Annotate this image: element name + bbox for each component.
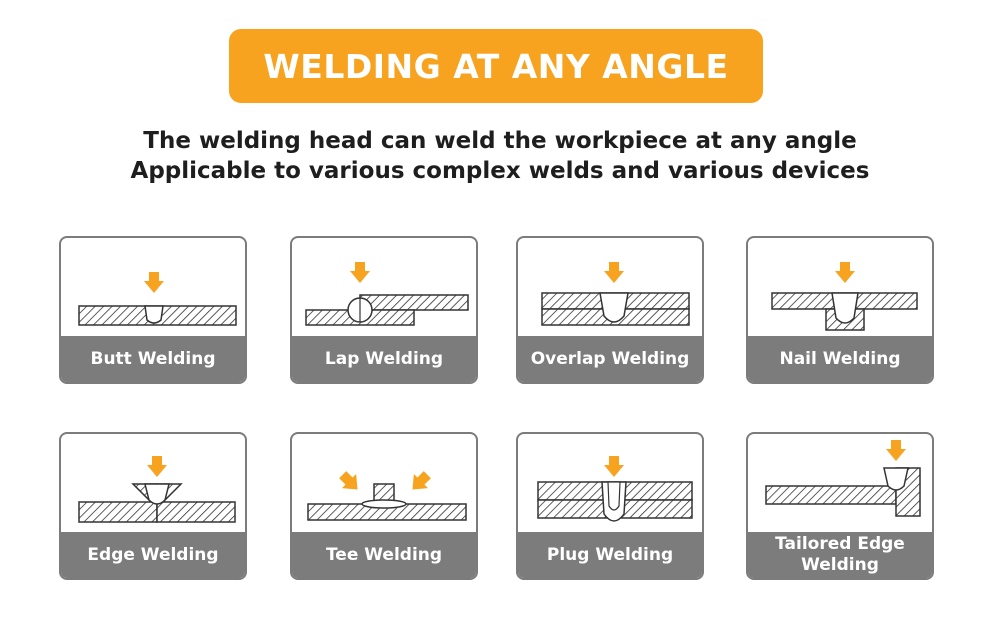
title-banner: WELDING AT ANY ANGLE <box>229 29 763 103</box>
card-label: Butt Welding <box>61 336 245 382</box>
butt-weld-diagram-icon <box>78 272 237 326</box>
card-label: Plug Welding <box>518 532 702 578</box>
lap-weld-diagram-icon <box>305 262 469 326</box>
card-label: Tailored Edge Welding <box>748 532 932 578</box>
subtitle-line-1: The welding head can weld the workpiece … <box>143 128 857 154</box>
card-lap-welding: Lap Welding <box>290 236 478 384</box>
card-plug-welding: Plug Welding <box>516 432 704 580</box>
card-edge-welding: Edge Welding <box>59 432 247 580</box>
banner-title: WELDING AT ANY ANGLE <box>263 46 729 86</box>
card-butt-welding: Butt Welding <box>59 236 247 384</box>
card-tailored-edge-welding: Tailored Edge Welding <box>746 432 934 580</box>
overlap-weld-diagram-icon <box>541 262 690 326</box>
card-tee-welding: Tee Welding <box>290 432 478 580</box>
edge-weld-diagram-icon <box>78 456 236 523</box>
card-nail-welding: Nail Welding <box>746 236 934 384</box>
subtitle-line-2: Applicable to various complex welds and … <box>130 158 870 184</box>
card-label: Nail Welding <box>748 336 932 382</box>
card-label: Lap Welding <box>292 336 476 382</box>
card-overlap-welding: Overlap Welding <box>516 236 704 384</box>
card-label: Edge Welding <box>61 532 245 578</box>
tee-weld-diagram-icon <box>307 467 467 521</box>
card-label: Tee Welding <box>292 532 476 578</box>
nail-weld-diagram-icon <box>771 262 918 331</box>
card-label: Overlap Welding <box>518 336 702 382</box>
tailored-edge-weld-diagram-icon <box>765 440 921 517</box>
plug-weld-diagram-icon <box>537 456 693 522</box>
